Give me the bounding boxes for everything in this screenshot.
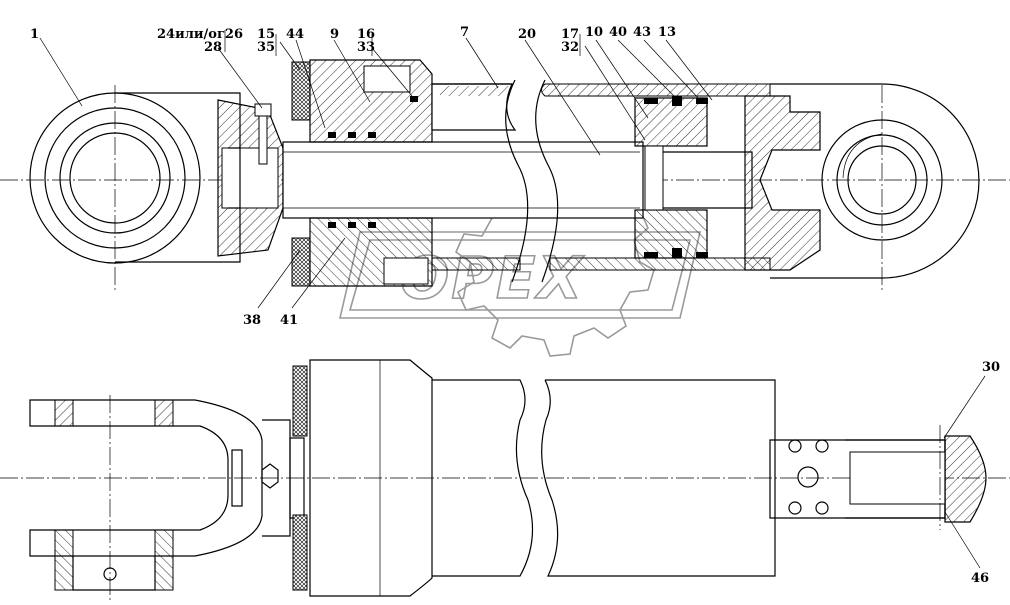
gland-nut-top [291,61,311,121]
cylinder-bottom-ext [769,425,987,530]
callout-15: 15 [257,27,275,42]
callout-20: 20 [518,27,536,42]
callout-46: 46 [971,571,989,586]
lock-bolt [258,115,268,165]
gland-nut-ext-bottom [292,514,308,591]
gland-nut-bottom [291,237,311,287]
callout-43: 43 [633,25,651,40]
callout-17: 17 [561,27,579,42]
gland-body-ext [309,359,433,597]
gland-nut-ext-top [292,365,308,437]
pin-cap [944,435,987,523]
rod-end-head [217,99,284,257]
callout-10: 10 [585,25,603,40]
cylinder-bottom-eye [744,83,980,279]
callout-32: 32 [561,40,579,55]
callout-44: 44 [286,27,304,42]
callout-7: 7 [460,25,469,40]
callout-28: 28 [204,40,222,55]
break-line-bottom [535,79,559,283]
callout-33: 33 [357,40,375,55]
callout-24: 24или/ог26 [157,27,243,42]
tube-exterior [432,379,776,577]
cylinder-tube [431,79,771,283]
lock-bolt-head [254,103,272,117]
watermark-banner [338,231,702,319]
callout-38: 38 [243,313,261,328]
callout-40: 40 [609,25,627,40]
port-fitting-bottom [383,257,429,285]
cylinder-gland [291,59,433,287]
hex-bolt-head [261,463,279,489]
break-line-top [505,79,529,283]
cylinder-exterior-view [0,359,1010,600]
callout-30: 30 [982,360,1000,375]
bottom-pin [849,451,946,505]
piston [634,96,708,259]
callout-41: 41 [280,313,298,328]
leader-lines [39,30,986,569]
piston-rod [282,141,644,219]
callout-labels: 1 24или/ог26 28 15 35 44 9 16 33 7 20 17… [30,25,1000,586]
callout-1: 1 [30,27,39,42]
cylinder-section-view [0,59,1010,290]
port-fitting-top [363,65,411,93]
callout-9: 9 [330,27,339,42]
clevis-fork [29,395,263,600]
callout-35: 35 [257,40,275,55]
flange-bolts [788,439,829,515]
piston-nut [644,145,664,211]
rod-eye-left [29,92,241,264]
callout-16: 16 [357,27,375,42]
callout-13: 13 [658,25,676,40]
